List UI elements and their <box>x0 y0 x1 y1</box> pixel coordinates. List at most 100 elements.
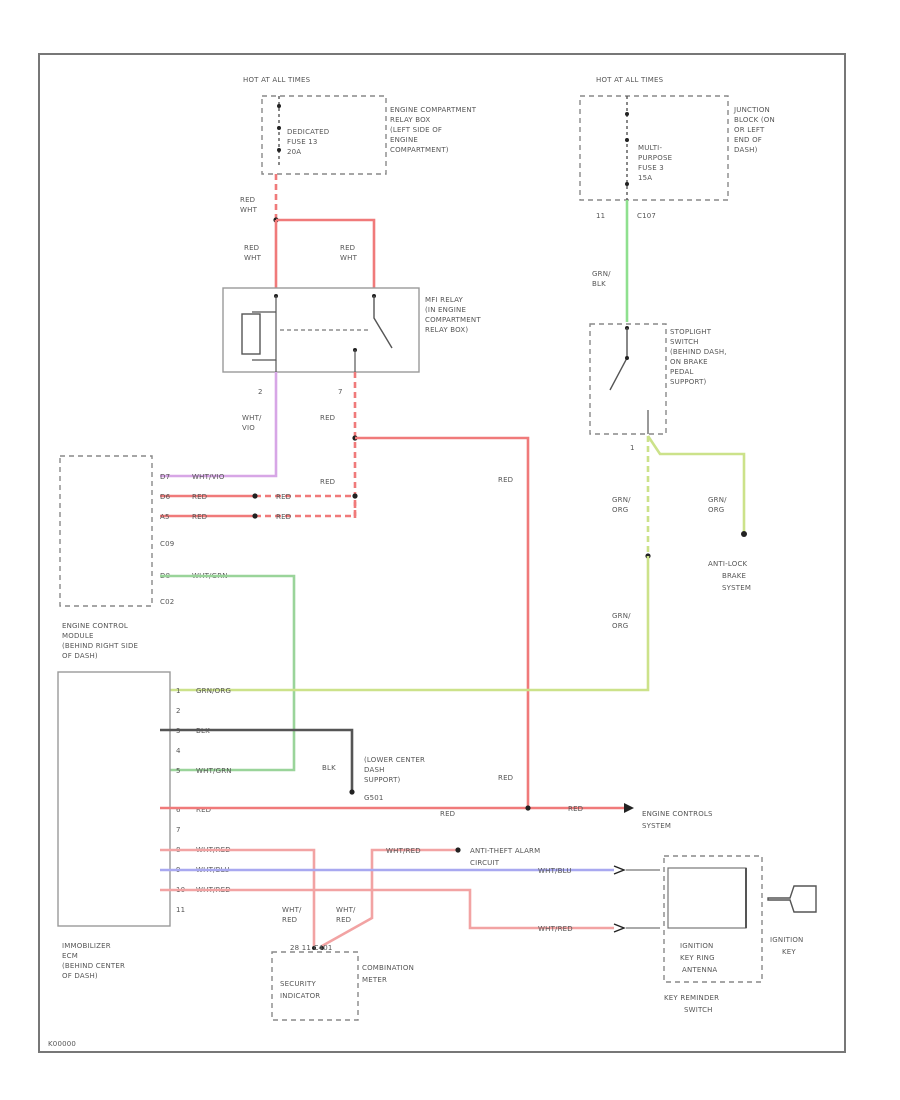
fuse-right-line3: FUSE 3 <box>638 164 664 172</box>
stoplight-pin-1: 1 <box>630 444 635 452</box>
diagram-frame <box>38 53 846 1053</box>
ignition-key-label-2: KEY <box>782 948 796 956</box>
wire-red-wht-split <box>274 218 376 292</box>
wire-label-grn-org-3b: ORG <box>612 622 628 630</box>
footer-code: K00000 <box>48 1040 76 1048</box>
wire-label-red-2: RED <box>320 478 335 486</box>
fuse-left-line2: FUSE 13 <box>287 138 318 146</box>
wire-label-wht-red-b1: WHT/ <box>336 906 356 914</box>
immo-label-2: ECM <box>62 952 78 960</box>
ecm-wire-right-2: RED <box>276 513 291 521</box>
fuse-left-line1: DEDICATED <box>287 128 329 136</box>
ecm-c02: C02 <box>160 598 174 606</box>
immo-label-1: IMMOBILIZER <box>62 942 111 950</box>
multi-purpose-fuse-block: HOT AT ALL TIMES MULTI- PURPOSE FUSE 3 1… <box>579 76 775 201</box>
engine-controls-label-2: SYSTEM <box>642 822 671 830</box>
wire-label-grn-org-2b: ORG <box>708 506 724 514</box>
hot-at-all-times-left-label: HOT AT ALL TIMES <box>243 76 311 84</box>
wire-label-red-wht-1a: RED <box>240 196 255 204</box>
ecm-row1-pin: D7 <box>160 473 170 481</box>
fuse-right-line1: MULTI- <box>638 144 662 152</box>
immo-pin-7: 7 <box>176 826 181 834</box>
ground-label-3: SUPPORT) <box>364 776 401 784</box>
combination-meter: 28 11 C401 SECURITY INDICATOR COMBINATIO… <box>271 944 414 1021</box>
wire-label-wht-vio-b: VIO <box>242 424 255 432</box>
wire-label-red-4: RED <box>498 774 513 782</box>
immo-pin-1: 1 <box>176 687 181 695</box>
wire-label-grn-org-3a: GRN/ <box>612 612 631 620</box>
wire-wht-grn <box>160 574 296 772</box>
wire-label-red-wht-3a: RED <box>340 244 355 252</box>
combination-meter-2: METER <box>362 976 387 984</box>
wire-grn-org-abs <box>646 435 746 532</box>
anti-theft-label-2: CIRCUIT <box>470 859 500 867</box>
antilock-label-3: SYSTEM <box>722 584 751 592</box>
fuse-left-location-2: RELAY BOX <box>390 116 430 124</box>
wire-label-red-wht-3b: WHT <box>340 254 358 262</box>
key-wire-wht-blu: WHT/BLU <box>538 867 572 875</box>
anti-theft-label-1: ANTI-THEFT ALARM <box>470 847 540 855</box>
stoplight-label-5: PEDAL <box>670 368 694 376</box>
stoplight-label-3: (BEHIND DASH, <box>670 348 727 356</box>
ecm-c09: C09 <box>160 540 174 548</box>
key-reminder-label-2: SWITCH <box>684 1006 713 1014</box>
fuse-right-line4: 15A <box>638 174 652 182</box>
wire-red-main <box>355 436 530 808</box>
security-indicator-2: INDICATOR <box>280 992 320 1000</box>
mfi-relay-label-4: RELAY BOX) <box>425 326 468 334</box>
security-indicator-1: SECURITY <box>280 980 316 988</box>
fuse-right-line2: PURPOSE <box>638 154 672 162</box>
wire-label-wht-vio-a: WHT/ <box>242 414 262 422</box>
hot-at-all-times-right-label: HOT AT ALL TIMES <box>596 76 664 84</box>
ignition-key-ring-2: KEY RING <box>680 954 715 962</box>
ecm-label-2: MODULE <box>62 632 94 640</box>
ecm-row3-wire: RED <box>192 513 207 521</box>
stoplight-label-2: SWITCH <box>670 338 699 346</box>
key-wire-wht-red: WHT/RED <box>538 925 573 933</box>
combination-meter-1: COMBINATION <box>362 964 414 972</box>
wire-label-blk: BLK <box>322 764 336 772</box>
wire-label-red-to-ec: RED <box>568 805 583 813</box>
wire-label-red-3: RED <box>498 476 513 484</box>
immo-pin-11: 11 <box>176 906 185 914</box>
immobilizer-ecm: 1 GRN/ORG 2 3 BLK 4 5 WHT/GRN 6 RED 7 8 … <box>57 671 232 980</box>
fuse-right-location-3: OR LEFT <box>734 126 765 134</box>
ecm-row3-pin: A5 <box>160 513 170 521</box>
ground-label-4: G501 <box>364 794 384 802</box>
key-reminder-label-1: KEY REMINDER <box>664 994 719 1002</box>
wire-wht-vio <box>160 372 278 478</box>
wire-label-red-mid: RED <box>440 810 455 818</box>
immo-pin-6: 6 <box>176 806 181 814</box>
ground-label-1: (LOWER CENTER <box>364 756 425 764</box>
fuse-left-line3: 20A <box>287 148 301 156</box>
ecm-wire-right-1: RED <box>276 493 291 501</box>
immo-label-4: OF DASH) <box>62 972 98 980</box>
key-reminder-switch: IGNITION KEY RING ANTENNA KEY REMINDER S… <box>613 855 763 1014</box>
ecm-row1-wire: WHT/VIO <box>192 473 225 481</box>
fuse-right-location-2: BLOCK (ON <box>734 116 775 124</box>
ground-label-2: DASH <box>364 766 385 774</box>
wire-label-grn-org-2a: GRN/ <box>708 496 727 504</box>
engine-controls-arrow <box>624 803 634 813</box>
wire-wht-red-key <box>160 888 614 930</box>
wire-label-grn-org-1b: ORG <box>612 506 628 514</box>
ignition-key-ring-1: IGNITION <box>680 942 713 950</box>
fuse-right-location-1: JUNCTION <box>733 106 770 114</box>
wire-label-grn-org-1a: GRN/ <box>612 496 631 504</box>
ecm-label-4: OF DASH) <box>62 652 98 660</box>
immo-pin-4: 4 <box>176 747 181 755</box>
c107-pin: 11 <box>596 212 605 220</box>
fuse-left-location-1: ENGINE COMPARTMENT <box>390 106 477 114</box>
antilock-label-2: BRAKE <box>722 572 746 580</box>
ignition-key-label-1: IGNITION <box>770 936 803 944</box>
fuse-left-location-5: COMPARTMENT) <box>390 146 449 154</box>
immo-label-3: (BEHIND CENTER <box>62 962 125 970</box>
relay-pin-2: 2 <box>258 388 263 396</box>
mfi-relay-label-2: (IN ENGINE <box>425 306 466 314</box>
wire-label-red-1: RED <box>320 414 335 422</box>
ignition-key-icon: IGNITION KEY <box>767 885 817 956</box>
wire-red-ecm-a5-dash <box>255 496 357 518</box>
mfi-relay-label-3: COMPARTMENT <box>425 316 481 324</box>
wire-label-red-wht-2b: WHT <box>244 254 262 262</box>
wire-label-red-wht-1b: WHT <box>240 206 258 214</box>
